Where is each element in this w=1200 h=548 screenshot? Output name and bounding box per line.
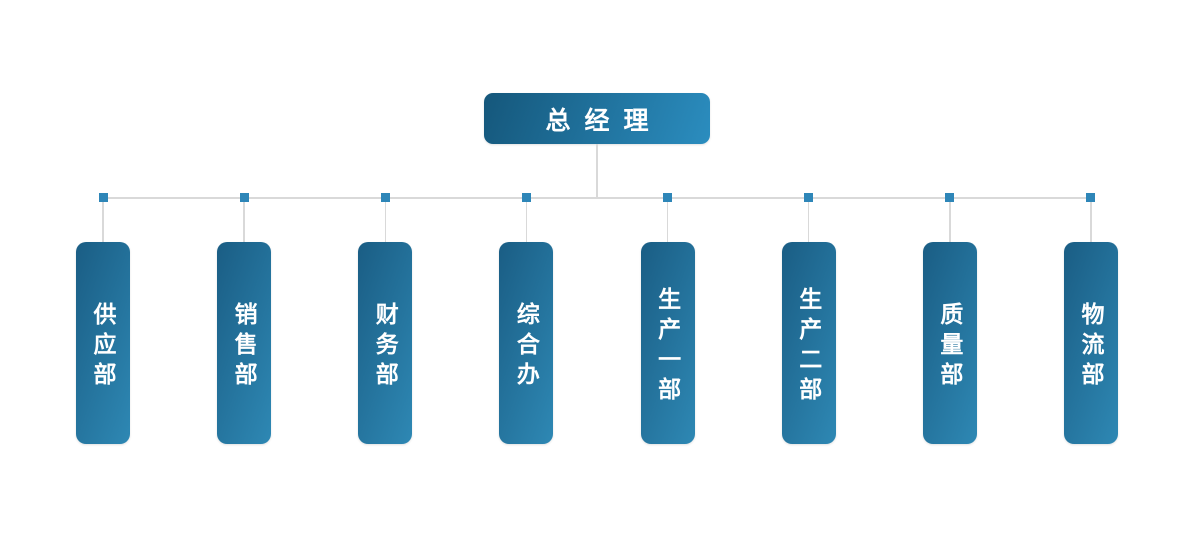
department-node-finance: 财务部 [358, 242, 413, 444]
drop-connector-line [807, 202, 810, 242]
department-node-production-2: 生产二部 [781, 242, 836, 444]
junction-square [98, 193, 108, 202]
junction-square [1086, 193, 1096, 202]
department-label: 物流部 [1077, 301, 1104, 392]
department-label: 生产二部 [795, 286, 822, 407]
department-label: 供应部 [90, 301, 116, 392]
department-label: 销售部 [231, 301, 258, 392]
branch-supply: 供应部 [76, 193, 130, 444]
root-node-label: 总经理 [545, 106, 663, 135]
horizontal-connector-line [103, 197, 1092, 199]
department-node-logistics: 物流部 [1063, 242, 1118, 444]
department-node-quality: 质量部 [922, 242, 977, 444]
branch-production-1: 生产一部 [640, 193, 695, 444]
branch-production-2: 生产二部 [781, 193, 836, 444]
department-node-production-1: 生产一部 [640, 242, 695, 444]
department-node-sales: 销售部 [217, 242, 272, 444]
department-label: 财务部 [372, 301, 399, 392]
branch-general-office: 综合办 [499, 193, 554, 444]
drop-connector-line [384, 202, 387, 242]
trunk-connector-line [596, 144, 598, 198]
branch-logistics: 物流部 [1063, 193, 1118, 444]
drop-connector-line [666, 202, 669, 242]
junction-square [945, 193, 955, 202]
branches-row: 供应部 销售部 财务部 综合办 [76, 193, 1118, 444]
branch-finance: 财务部 [358, 193, 413, 444]
department-label: 综合办 [513, 301, 540, 392]
drop-connector-line [243, 202, 245, 242]
junction-square [521, 193, 531, 202]
drop-connector-line [102, 202, 104, 242]
drop-connector-line [1090, 202, 1092, 242]
junction-square [804, 193, 814, 202]
junction-square [239, 193, 249, 202]
junction-square [663, 193, 673, 202]
department-label: 质量部 [936, 301, 963, 392]
branch-quality: 质量部 [922, 193, 977, 444]
drop-connector-line [525, 202, 528, 242]
department-label: 生产一部 [654, 286, 681, 407]
root-node-general-manager: 总经理 [484, 93, 710, 144]
drop-connector-line [949, 202, 951, 242]
branch-sales: 销售部 [217, 193, 272, 444]
junction-square [380, 193, 390, 202]
department-node-supply: 供应部 [76, 242, 130, 444]
department-node-general-office: 综合办 [499, 242, 554, 444]
